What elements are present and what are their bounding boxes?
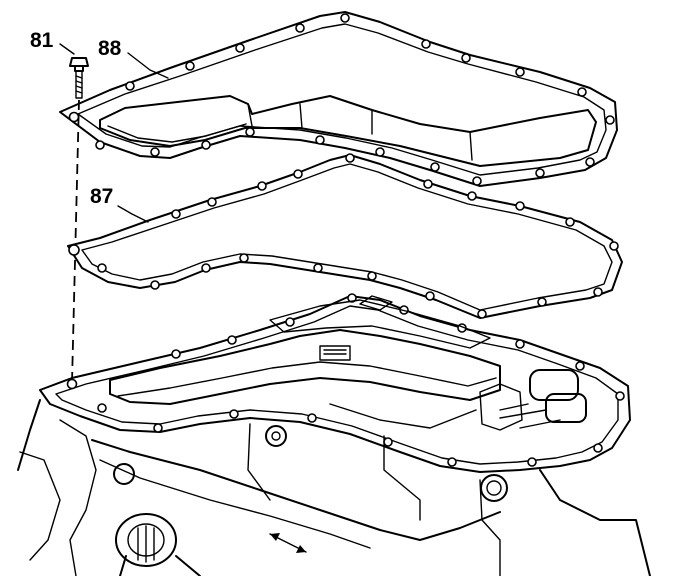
callout-label-bolt: 81 xyxy=(30,29,54,52)
pan-bolt xyxy=(69,57,89,99)
callout-label-gasket: 87 xyxy=(90,185,113,208)
callout-label-pan: 88 xyxy=(98,37,122,60)
alignment-line xyxy=(71,99,80,383)
output-shaft xyxy=(115,513,201,576)
pan-gasket xyxy=(67,153,623,319)
case-bolt-holes xyxy=(66,293,625,467)
leader-lines xyxy=(59,43,169,223)
front-direction-arrow xyxy=(269,533,307,553)
pan-bolt-holes xyxy=(68,13,615,186)
gasket-bolt-holes xyxy=(68,153,619,319)
oil-pan xyxy=(59,11,618,187)
transmission-case xyxy=(17,293,651,576)
oil-filter xyxy=(109,329,501,405)
solenoid-harness xyxy=(329,369,587,431)
